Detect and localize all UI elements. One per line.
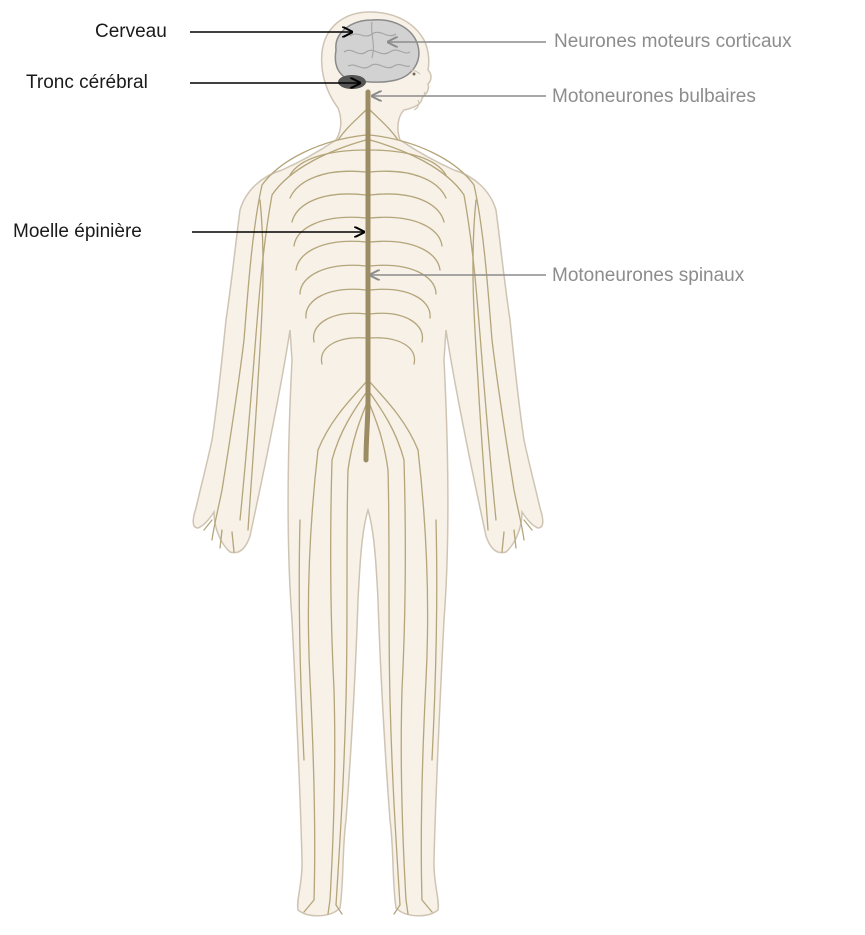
- label-motoneurones-spinaux: Motoneurones spinaux: [552, 265, 744, 287]
- brainstem: [338, 75, 366, 89]
- label-tronc-cerebral: Tronc cérébral: [26, 72, 148, 94]
- label-cerveau: Cerveau: [95, 21, 167, 43]
- label-neurones-moteurs-corticaux: Neurones moteurs corticaux: [554, 31, 792, 53]
- spinal-cord: [366, 92, 368, 460]
- label-moelle-epiniere: Moelle épinière: [13, 221, 142, 243]
- brain: [335, 20, 419, 82]
- label-motoneurones-bulbaires: Motoneurones bulbaires: [552, 86, 756, 108]
